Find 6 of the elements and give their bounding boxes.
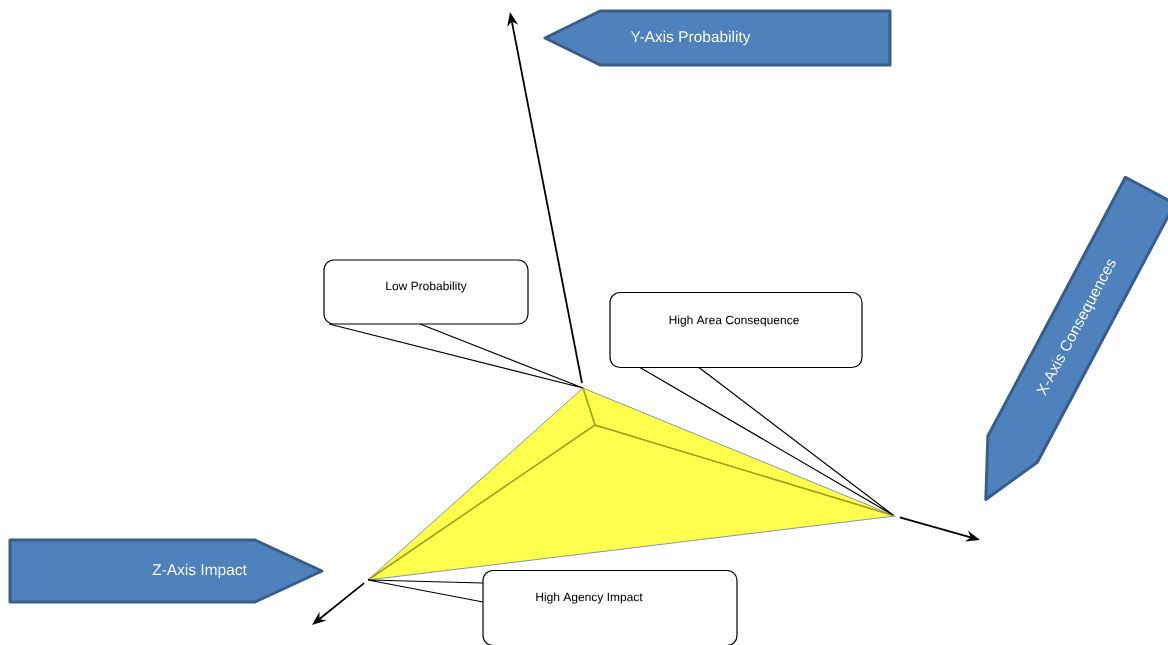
callout-box: High Area Consequence (609, 291, 863, 369)
leader-line (328, 323, 584, 389)
leader-line (367, 579, 484, 603)
leader-line (639, 366, 894, 516)
callout-box: Low Probability (323, 259, 529, 325)
callout-box: High Agency Impact (482, 569, 738, 645)
